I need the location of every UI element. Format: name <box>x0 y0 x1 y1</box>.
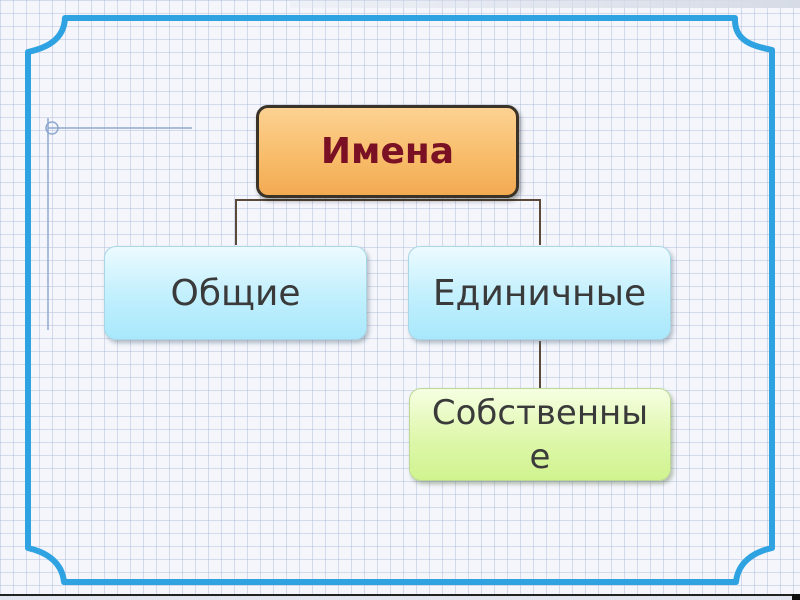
decorative-frame <box>25 15 775 585</box>
root-node-label: Имена <box>320 131 455 172</box>
common-names-node: Общие <box>104 246 367 340</box>
top-decor-strip <box>290 0 800 8</box>
common-names-label: Общие <box>170 272 301 314</box>
connectors <box>235 199 541 388</box>
decor-circle <box>45 121 59 135</box>
connector-root-children <box>235 199 541 245</box>
bottom-decor-strip <box>0 594 800 600</box>
bottom-line <box>0 594 800 596</box>
singular-names-node: Единичные <box>408 246 671 340</box>
proper-names-node: Собственные <box>409 388 671 481</box>
proper-names-label: Собственные <box>431 392 649 477</box>
bottom-corner-mark <box>792 594 800 600</box>
singular-names-label: Единичные <box>432 272 647 314</box>
root-node: Имена <box>256 105 519 198</box>
